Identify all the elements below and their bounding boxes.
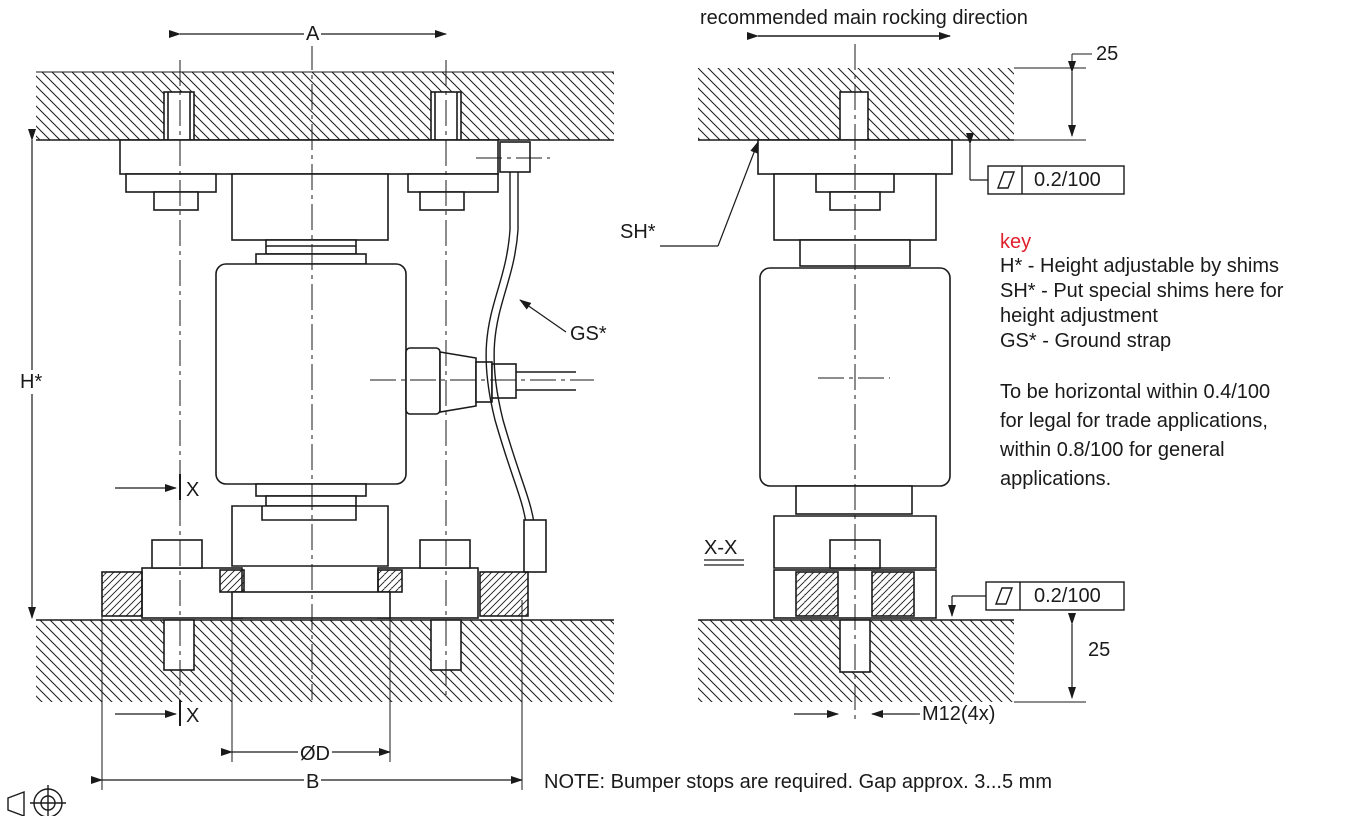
top-plate [119,139,499,175]
top-structure-hatch [36,72,614,140]
ground-strap [485,170,529,541]
rocking-direction-label: recommended main rocking direction [700,7,1028,29]
tolerance-value-bottom: 0.2/100 [1034,585,1101,607]
bumper-note: NOTE: Bumper stops are required. Gap app… [544,771,1052,793]
section-marker-top: X [186,479,200,501]
tolerance-value-top: 0.2/100 [1034,169,1101,191]
section-marker-bottom: X [186,705,200,727]
horizontal-tolerance-line: To be horizontal within 0.4/100 [1000,381,1271,403]
horizontal-tolerance-line: for legal for trade applications, [1000,410,1268,432]
horizontal-tolerance-line: applications. [1000,468,1112,490]
section-view-label: X-X [704,537,738,559]
thread-label: M12(4x) [922,703,996,725]
horizontal-tolerance-line: within 0.8/100 for general [1000,439,1225,461]
front-view [28,30,614,790]
third-angle-projection-icon [7,785,66,816]
key-title: key [1000,231,1032,253]
dimension-a-label: A [304,22,322,46]
dimension-25-bottom: 25 [1088,639,1111,661]
dimension-b-label: B [304,770,322,794]
dimension-h-label: H* [20,370,43,394]
load-cell-body [215,263,407,485]
key-line: height adjustment [1000,305,1158,327]
key-section: key H* - Height adjustable by shims SH* … [1000,230,1360,494]
side-section-view [660,32,1125,720]
dimension-d-label: ØD [298,742,332,766]
shim-label: SH* [620,221,656,243]
key-line: H* - Height adjustable by shims [1000,255,1280,277]
ground-strap-label: GS* [570,323,607,345]
key-line: GS* - Ground strap [1000,330,1172,352]
bottom-structure-hatch [36,620,614,702]
dimension-25-top: 25 [1096,43,1119,65]
key-line: SH* - Put special shims here for [1000,280,1284,302]
